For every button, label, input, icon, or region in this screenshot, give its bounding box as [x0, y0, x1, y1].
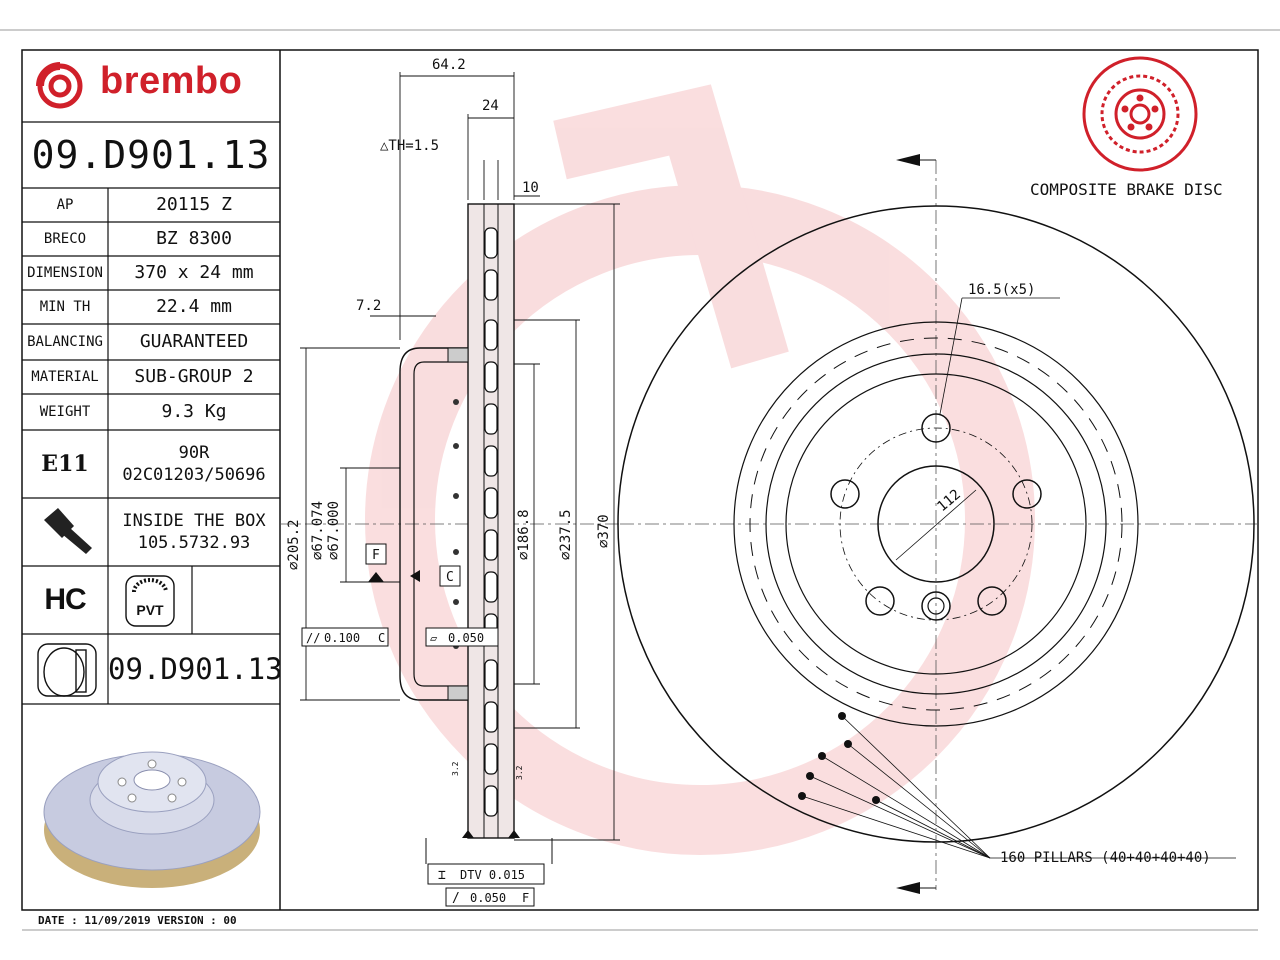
dim-offset: 7.2: [356, 298, 381, 314]
spec-value: 22.4 mm: [156, 296, 232, 317]
disc-cross-section: [280, 72, 620, 907]
dim-th-tolerance: △TH=1.5: [380, 138, 439, 154]
pvt-label: PVT: [136, 602, 164, 618]
spec-value: 370 x 24 mm: [134, 262, 254, 283]
composite-disc-icon: [1082, 56, 1198, 172]
runout-tolerance: 0.050: [470, 891, 506, 905]
spec-label: AP: [56, 197, 74, 213]
dim-rib: 10: [522, 180, 539, 196]
spec-row-min-th: MIN TH 22.4 mm: [22, 290, 280, 324]
spec-row-weight: WEIGHT 9.3 Kg: [22, 395, 280, 429]
approval-certificate: 90R 02C01203/50696: [108, 430, 280, 498]
disc-profile-icon: [37, 643, 97, 697]
disc-3d-illustration: [43, 751, 261, 888]
inside-the-box: INSIDE THE BOX 105.5732.93: [108, 498, 280, 566]
brand-name: brembo: [100, 60, 243, 102]
approval-line-2: 02C01203/50696: [122, 465, 266, 485]
spec-row-balancing: BALANCING GUARANTEED: [22, 325, 280, 359]
runout-symbol: /: [452, 891, 460, 906]
part-number: 09.D901.13: [31, 133, 271, 177]
part-number-bottom: 09.D901.13: [108, 652, 283, 686]
spec-label: WEIGHT: [39, 404, 91, 420]
dim-inner-diameter: ⌀186.8: [516, 509, 532, 560]
parallel-tolerance: 0.100: [324, 631, 360, 645]
spec-label: MATERIAL: [31, 369, 99, 385]
small-dim-left: 3.2: [451, 761, 460, 776]
spec-row-material: MATERIAL SUB-GROUP 2: [22, 360, 280, 394]
hc-badge: HC: [44, 583, 86, 616]
brembo-logo-icon: [36, 62, 83, 109]
parallel-symbol: //: [306, 631, 320, 645]
parallel-datum: C: [378, 631, 385, 645]
disc-front-view: [617, 154, 1258, 894]
spec-label: MIN TH: [39, 299, 91, 315]
spec-label: BALANCING: [27, 334, 103, 350]
small-dim-right: 3.2: [515, 765, 524, 780]
spec-value: SUB-GROUP 2: [134, 366, 254, 387]
spec-row-dimension: DIMENSION 370 x 24 mm: [22, 256, 280, 290]
flatness-symbol: ▱: [430, 631, 438, 645]
pcd-dim: 112: [934, 487, 964, 516]
brembo-logo: brembo: [22, 50, 280, 122]
hole-spec: 16.5(x5): [968, 282, 1035, 298]
datum-f: F: [372, 548, 380, 563]
dtv-tolerance: DTV 0.015: [460, 868, 525, 882]
spec-label: DIMENSION: [27, 265, 103, 281]
box-line-2: 105.5732.93: [137, 533, 251, 553]
vent-pillars: [484, 227, 498, 817]
dim-total-width: 64.2: [432, 57, 466, 73]
dtv-symbol: ⌶: [438, 868, 446, 883]
outer-frame: [21, 49, 1259, 911]
box-line-1: INSIDE THE BOX: [122, 511, 266, 531]
spec-value: BZ 8300: [156, 228, 232, 249]
spec-table-grid: [22, 121, 280, 705]
spec-row-breco: BRECO BZ 8300: [22, 222, 280, 256]
runout-datum: F: [522, 891, 529, 905]
spec-value: 9.3 Kg: [161, 401, 227, 422]
dim-outer-diameter: ⌀370: [596, 514, 612, 548]
footer-date-version: DATE : 11/09/2019 VERSION : 00: [38, 914, 237, 927]
dim-mid-diameter: ⌀237.5: [558, 509, 574, 560]
dim-hat-diameter: ⌀205.2: [286, 519, 302, 570]
spec-row-ap: AP 20115 Z: [22, 188, 280, 222]
dim-thickness: 24: [482, 98, 499, 114]
e11-approval-mark: E11: [41, 451, 89, 477]
flatness-tolerance: 0.050: [448, 631, 484, 645]
pvt-icon: [125, 575, 175, 627]
pillars-label: 160 PILLARS (40+40+40+40): [1000, 850, 1211, 866]
spec-value: GUARANTEED: [139, 331, 249, 352]
approval-line-1: 90R: [178, 443, 210, 463]
spec-value: 20115 Z: [156, 194, 232, 215]
dim-bore-max: ⌀67.074: [310, 501, 326, 560]
screw-icon: [44, 508, 92, 554]
disc-title: COMPOSITE BRAKE DISC: [1030, 180, 1223, 199]
spec-label: BRECO: [43, 231, 87, 247]
dim-bore-min: ⌀67.000: [326, 501, 342, 560]
datum-c: C: [446, 570, 454, 585]
